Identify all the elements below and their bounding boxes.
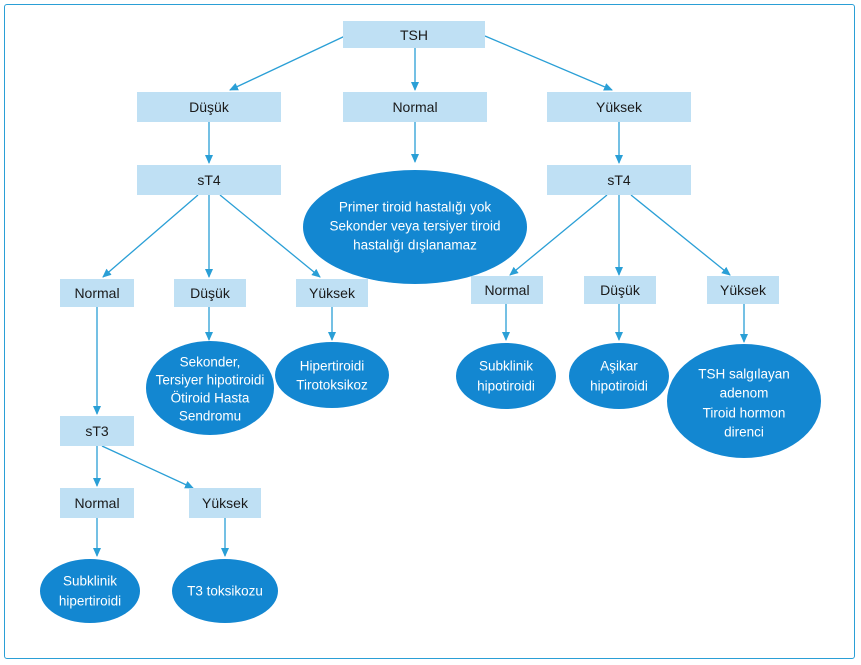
oval-subhiper-line-1: Subklinik	[63, 574, 117, 589]
node-right-yuksek-label: Yüksek	[720, 282, 767, 298]
oval-hipertiroidi-line-2: Tirotoksikoz	[296, 378, 368, 393]
edge-st3-yuksek	[101, 445, 194, 489]
diagram-frame	[4, 4, 855, 659]
oval-primer-line-3: hastalığı dışlanamaz	[353, 238, 477, 253]
node-st4-left-label: sT4	[197, 172, 221, 188]
node-left-normal-label: Normal	[74, 285, 119, 301]
oval-subhipo-line-1: Subklinik	[479, 359, 533, 374]
oval-asikar-line-2: hipotiroidi	[590, 379, 648, 394]
oval-tsh-adenom-line-3: Tiroid hormon	[703, 406, 786, 421]
node-tsh: TSH	[343, 21, 485, 48]
node-left-dusuk-label: Düşük	[190, 285, 231, 301]
oval-tsh-adenom-line-4: direnci	[724, 425, 764, 440]
oval-t3-toksikozu: T3 toksikozu	[172, 559, 278, 623]
oval-hipertiroidi: Hipertiroidi Tirotoksikoz	[275, 342, 389, 408]
oval-sekonder-line-2: Tersiyer hipotiroidi	[156, 373, 265, 388]
oval-subklinik-hipotiroidi: Subklinik hipotiroidi	[456, 343, 556, 409]
oval-sekonder-line-1: Sekonder,	[180, 355, 241, 370]
node-st3-normal: Normal	[60, 488, 134, 518]
edge-st4r-normal	[509, 194, 608, 276]
node-right-dusuk-label: Düşük	[600, 282, 641, 298]
edge-st4r-yuksek	[630, 194, 731, 276]
node-st3-label: sT3	[85, 423, 109, 439]
node-st3: sT3	[60, 416, 134, 446]
node-dusuk-label: Düşük	[189, 99, 230, 115]
node-normal-top-label: Normal	[392, 99, 437, 115]
node-right-normal: Normal	[471, 276, 543, 304]
node-left-dusuk: Düşük	[174, 279, 246, 307]
oval-asikar-hipotiroidi: Aşikar hipotiroidi	[569, 343, 669, 409]
oval-tsh-adenom-line-1: TSH salgılayan	[698, 367, 790, 382]
oval-subhiper-line-2: hipertiroidi	[59, 594, 121, 609]
oval-subhipo-line-2: hipotiroidi	[477, 379, 535, 394]
edge-st4l-yuksek	[219, 194, 321, 278]
oval-primer-line-2: Sekonder veya tersiyer tiroid	[329, 219, 500, 234]
oval-hipertiroidi-line-1: Hipertiroidi	[300, 359, 365, 374]
oval-tsh-adenom: TSH salgılayan adenom Tiroid hormon dire…	[667, 344, 821, 458]
oval-sekonder: Sekonder, Tersiyer hipotiroidi Ötiroid H…	[146, 341, 274, 435]
node-yuksek-top: Yüksek	[547, 92, 691, 122]
node-right-yuksek: Yüksek	[707, 276, 779, 304]
oval-primer-line-1: Primer tiroid hastalığı yok	[339, 200, 492, 215]
edge-st4l-normal	[102, 194, 199, 278]
node-st3-yuksek: Yüksek	[189, 488, 261, 518]
node-right-dusuk: Düşük	[584, 276, 656, 304]
node-dusuk: Düşük	[137, 92, 281, 122]
node-st4-right: sT4	[547, 165, 691, 195]
node-left-yuksek-label: Yüksek	[309, 285, 356, 301]
oval-primer-tiroid: Primer tiroid hastalığı yok Sekonder vey…	[303, 170, 527, 284]
node-st3-yuksek-label: Yüksek	[202, 495, 249, 511]
node-st4-left: sT4	[137, 165, 281, 195]
oval-sekonder-line-3: Ötiroid Hasta	[171, 391, 250, 406]
node-left-yuksek: Yüksek	[296, 279, 368, 307]
edges	[93, 35, 748, 557]
node-tsh-label: TSH	[400, 27, 428, 43]
edge-tsh-dusuk	[229, 35, 346, 91]
node-right-normal-label: Normal	[484, 282, 529, 298]
node-st3-normal-label: Normal	[74, 495, 119, 511]
oval-asikar-line-1: Aşikar	[600, 359, 638, 374]
node-yuksek-top-label: Yüksek	[596, 99, 643, 115]
node-left-normal: Normal	[60, 279, 134, 307]
oval-subklinik-hipertiroidi: Subklinik hipertiroidi	[40, 559, 140, 623]
oval-tsh-adenom-line-2: adenom	[720, 386, 769, 401]
edge-tsh-yuksek	[484, 35, 613, 91]
oval-t3-line-1: T3 toksikozu	[187, 584, 263, 599]
oval-sekonder-line-4: Sendromu	[179, 409, 241, 424]
node-normal-top: Normal	[343, 92, 487, 122]
node-st4-right-label: sT4	[607, 172, 631, 188]
